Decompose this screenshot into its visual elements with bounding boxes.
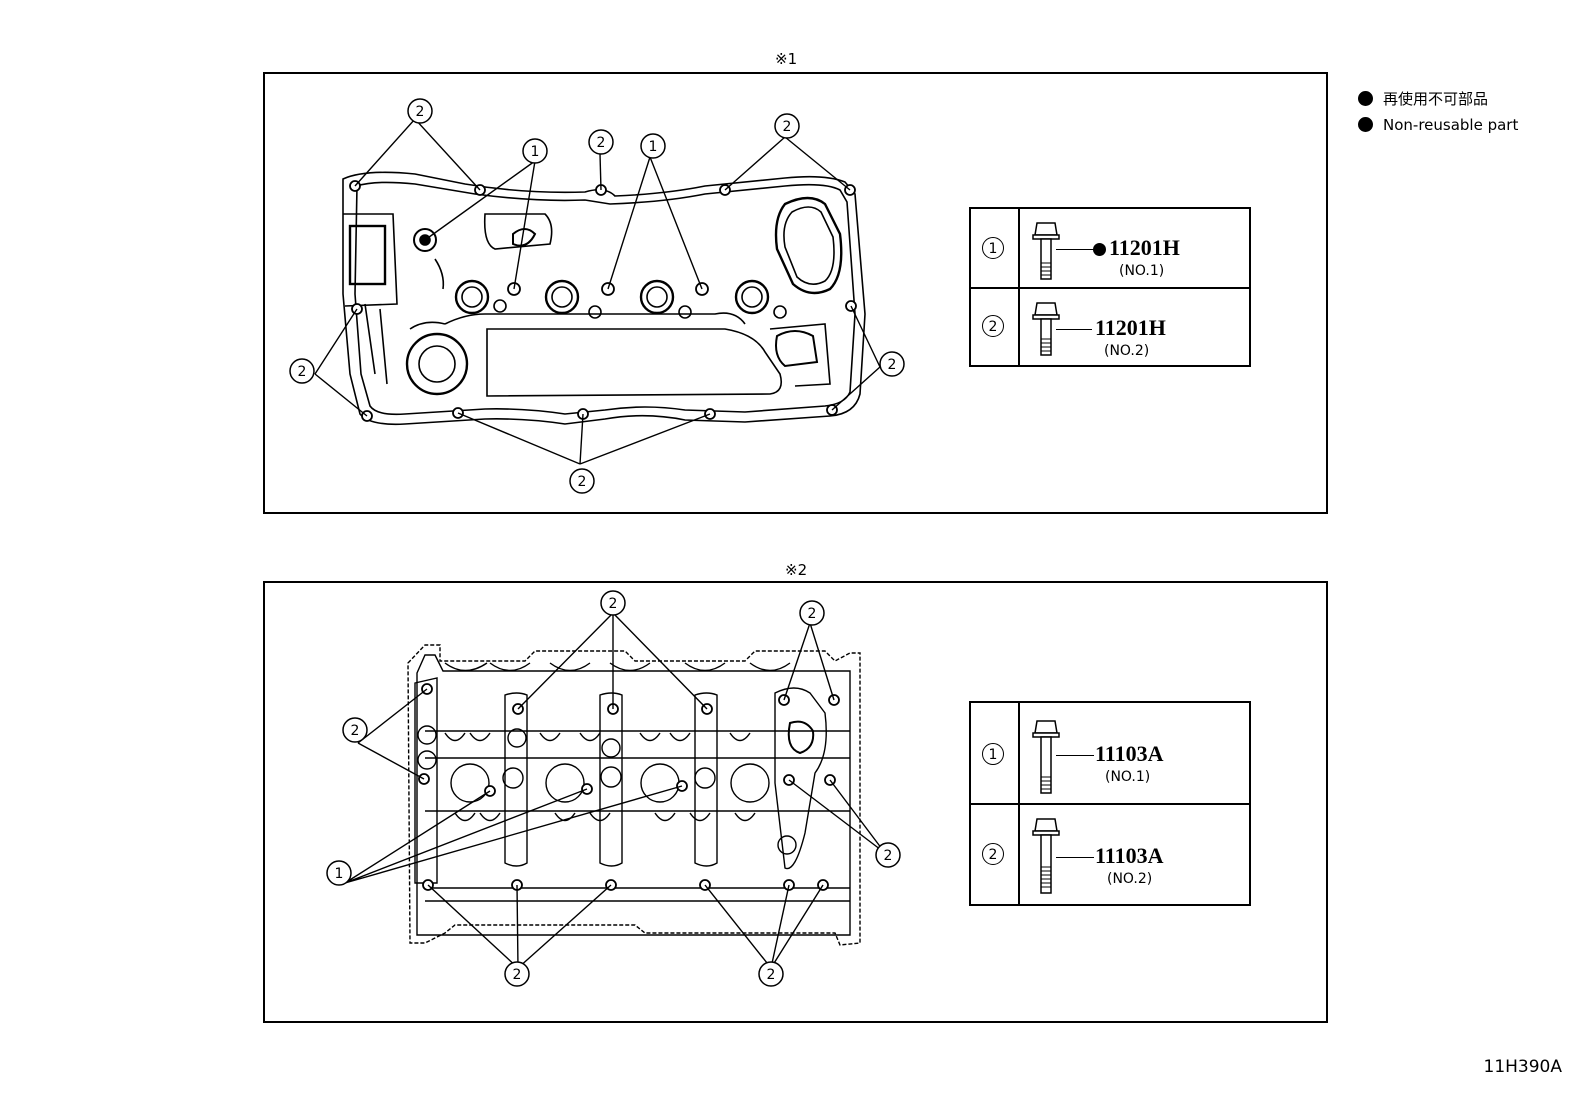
parts-row: 1 11201H (NO.1): [971, 209, 1249, 289]
svg-text:2: 2: [884, 848, 893, 864]
svg-text:1: 1: [649, 139, 658, 155]
panel-1-title: ※1: [775, 50, 798, 68]
part-number: 11103A: [1095, 741, 1164, 766]
callout-1: 1: [640, 133, 666, 159]
index-number: 1: [982, 237, 1004, 259]
legend-label-en: Non-reusable part: [1383, 116, 1519, 134]
parts-row: 1 11103A (NO.1): [971, 703, 1249, 805]
svg-text:2: 2: [351, 723, 360, 739]
svg-text:1: 1: [335, 866, 344, 882]
parts-table-1: 1 11201H (NO.1) 2: [969, 207, 1251, 367]
callout-2: 2: [342, 717, 368, 743]
index-number: 2: [982, 843, 1004, 865]
part-sub-label: (NO.2): [1107, 871, 1153, 887]
non-reusable-dot-icon: [1093, 243, 1106, 256]
svg-text:2: 2: [298, 364, 307, 380]
cylinder-head-cover-diagram: 2 2 2 1 1 2 2 2: [289, 98, 905, 494]
part-number: 11201H: [1109, 235, 1180, 260]
bolt-icon: [1032, 302, 1060, 356]
callout-2: 2: [758, 961, 784, 987]
non-reusable-dot-icon: [1358, 117, 1373, 132]
leader-line: [1056, 857, 1094, 858]
cylinder-head-diagram: 2 2 2 1 2 2 2: [326, 590, 901, 987]
svg-text:2: 2: [578, 474, 587, 490]
part-number: 11103A: [1095, 843, 1164, 868]
bolt-icon: [1032, 818, 1060, 894]
callout-1: 1: [326, 860, 352, 886]
leader-line: [1056, 329, 1092, 330]
callout-2: 2: [799, 600, 825, 626]
leader-line: [1056, 249, 1094, 250]
panel-2-title: ※2: [785, 561, 808, 579]
legend-item-jp: 再使用不可部品: [1358, 86, 1518, 112]
callout-2: 2: [588, 129, 614, 155]
part-sub-label: (NO.2): [1104, 343, 1150, 359]
svg-text:2: 2: [808, 606, 817, 622]
svg-text:2: 2: [513, 967, 522, 983]
callout-2: 2: [875, 842, 901, 868]
parts-row: 2 11201H (NO.2): [971, 289, 1249, 365]
svg-text:2: 2: [888, 357, 897, 373]
bolt-icon: [1032, 222, 1060, 280]
parts-index-cell: 2: [971, 289, 1020, 365]
callout-2: 2: [879, 351, 905, 377]
callout-2: 2: [600, 590, 626, 616]
callout-1: 1: [522, 138, 548, 164]
part-number: 11201H: [1095, 315, 1166, 340]
svg-text:2: 2: [767, 967, 776, 983]
callout-2: 2: [774, 113, 800, 139]
parts-row: 2 11103A (NO.2): [971, 805, 1249, 904]
parts-index-cell: 1: [971, 209, 1020, 287]
svg-text:2: 2: [597, 135, 606, 151]
panel-1: 2 2 2 1 1 2 2 2 1 11201H (N: [263, 72, 1328, 514]
non-reusable-dot-icon: [1358, 91, 1373, 106]
part-sub-label: (NO.1): [1105, 769, 1151, 785]
parts-index-cell: 1: [971, 703, 1020, 803]
callout-2: 2: [289, 358, 315, 384]
bolt-icon: [1032, 720, 1060, 794]
leader-line: [1056, 755, 1094, 756]
legend: 再使用不可部品 Non-reusable part: [1358, 86, 1518, 138]
index-number: 2: [982, 315, 1004, 337]
part-sub-label: (NO.1): [1119, 263, 1165, 279]
svg-text:2: 2: [783, 119, 792, 135]
parts-index-cell: 2: [971, 805, 1020, 904]
svg-text:2: 2: [609, 596, 618, 612]
svg-text:2: 2: [416, 104, 425, 120]
parts-table-2: 1 11103A (NO.1) 2: [969, 701, 1251, 906]
legend-label-jp: 再使用不可部品: [1383, 90, 1489, 108]
callout-2: 2: [407, 98, 433, 124]
panel-2: 2 2 2 1 2 2 2 1 11103A (NO.1): [263, 581, 1328, 1023]
figure-code: 11H390A: [1483, 1057, 1563, 1077]
legend-item-en: Non-reusable part: [1358, 112, 1518, 138]
callout-2: 2: [504, 961, 530, 987]
svg-text:1: 1: [531, 144, 540, 160]
callout-2: 2: [569, 468, 595, 494]
index-number: 1: [982, 743, 1004, 765]
